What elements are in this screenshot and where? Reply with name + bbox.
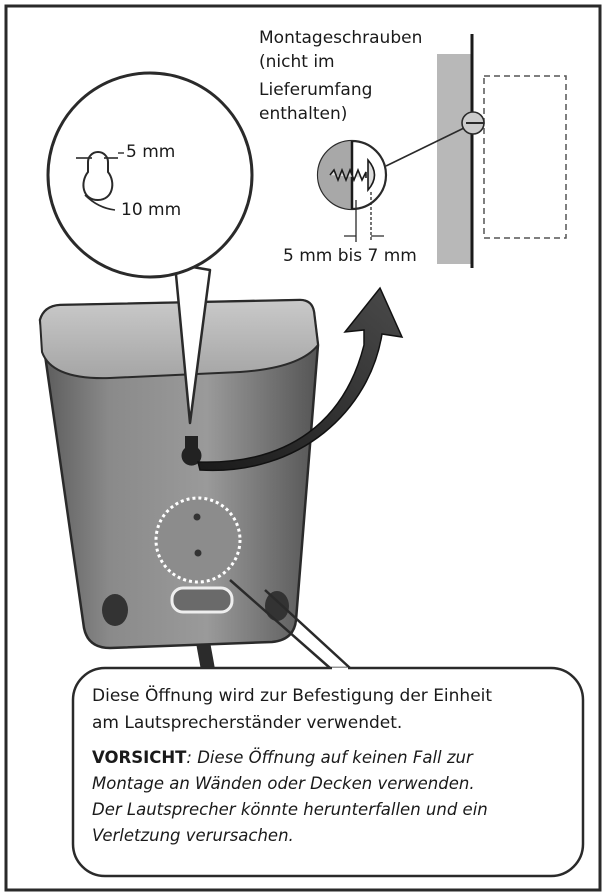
caution-line-4: Verletzung verursachen. [92,826,294,845]
callout-line-2: am Lautsprecherständer verwendet. [92,713,403,733]
keyhole-magnifier [46,71,254,425]
screw-leader-line [385,127,465,167]
speaker-outline-dashed [483,75,567,239]
callout-text: Diese Öffnung wird zur Befestigung der E… [92,683,572,849]
outer-frame [4,4,602,892]
screws-label-line-2: (nicht im [259,52,335,72]
caution-line-3: Der Lautsprecher könnte herunterfallen u… [92,800,488,819]
caution-label: VORSICHT [92,748,187,767]
screw-detail [316,139,388,242]
speaker-cabinet [38,298,320,650]
direction-arrow [197,286,404,472]
stand-mount-hole-top [193,513,201,521]
caution-line-2: Montage an Wänden oder Decken verwenden. [92,774,475,793]
wall-panel [437,54,472,264]
keyhole-bottom-dimension: 10 mm [121,200,182,220]
keyhole-top-dimension: 5 mm [126,142,176,162]
keyhole-outline [82,151,114,202]
screws-label-line-1: Montageschrauben [259,28,423,48]
foot-left [102,594,128,626]
callout-caution: VORSICHT: Diese Öffnung auf keinen Fall … [92,745,572,849]
wall-section [385,34,567,268]
callout-line-1: Diese Öffnung wird zur Befestigung der E… [92,686,493,706]
keyhole-slot [181,436,202,466]
screw-thread [329,167,367,183]
callout-bubble [71,579,585,878]
screws-label-line-4: enthalten) [259,104,348,124]
stand-mount-hole-bottom [194,549,202,557]
stand-mount-ring [154,496,242,584]
screws-label-line-3: Lieferumfang [259,80,373,100]
cable-port [170,586,234,614]
screw-head [367,157,376,193]
foot-right [265,591,289,621]
callout-purpose: Diese Öffnung wird zur Befestigung der E… [92,683,572,737]
caution-line-1: : Diese Öffnung auf keinen Fall zur [186,748,473,767]
screw-depth-label: 5 mm bis 7 mm [283,246,417,266]
